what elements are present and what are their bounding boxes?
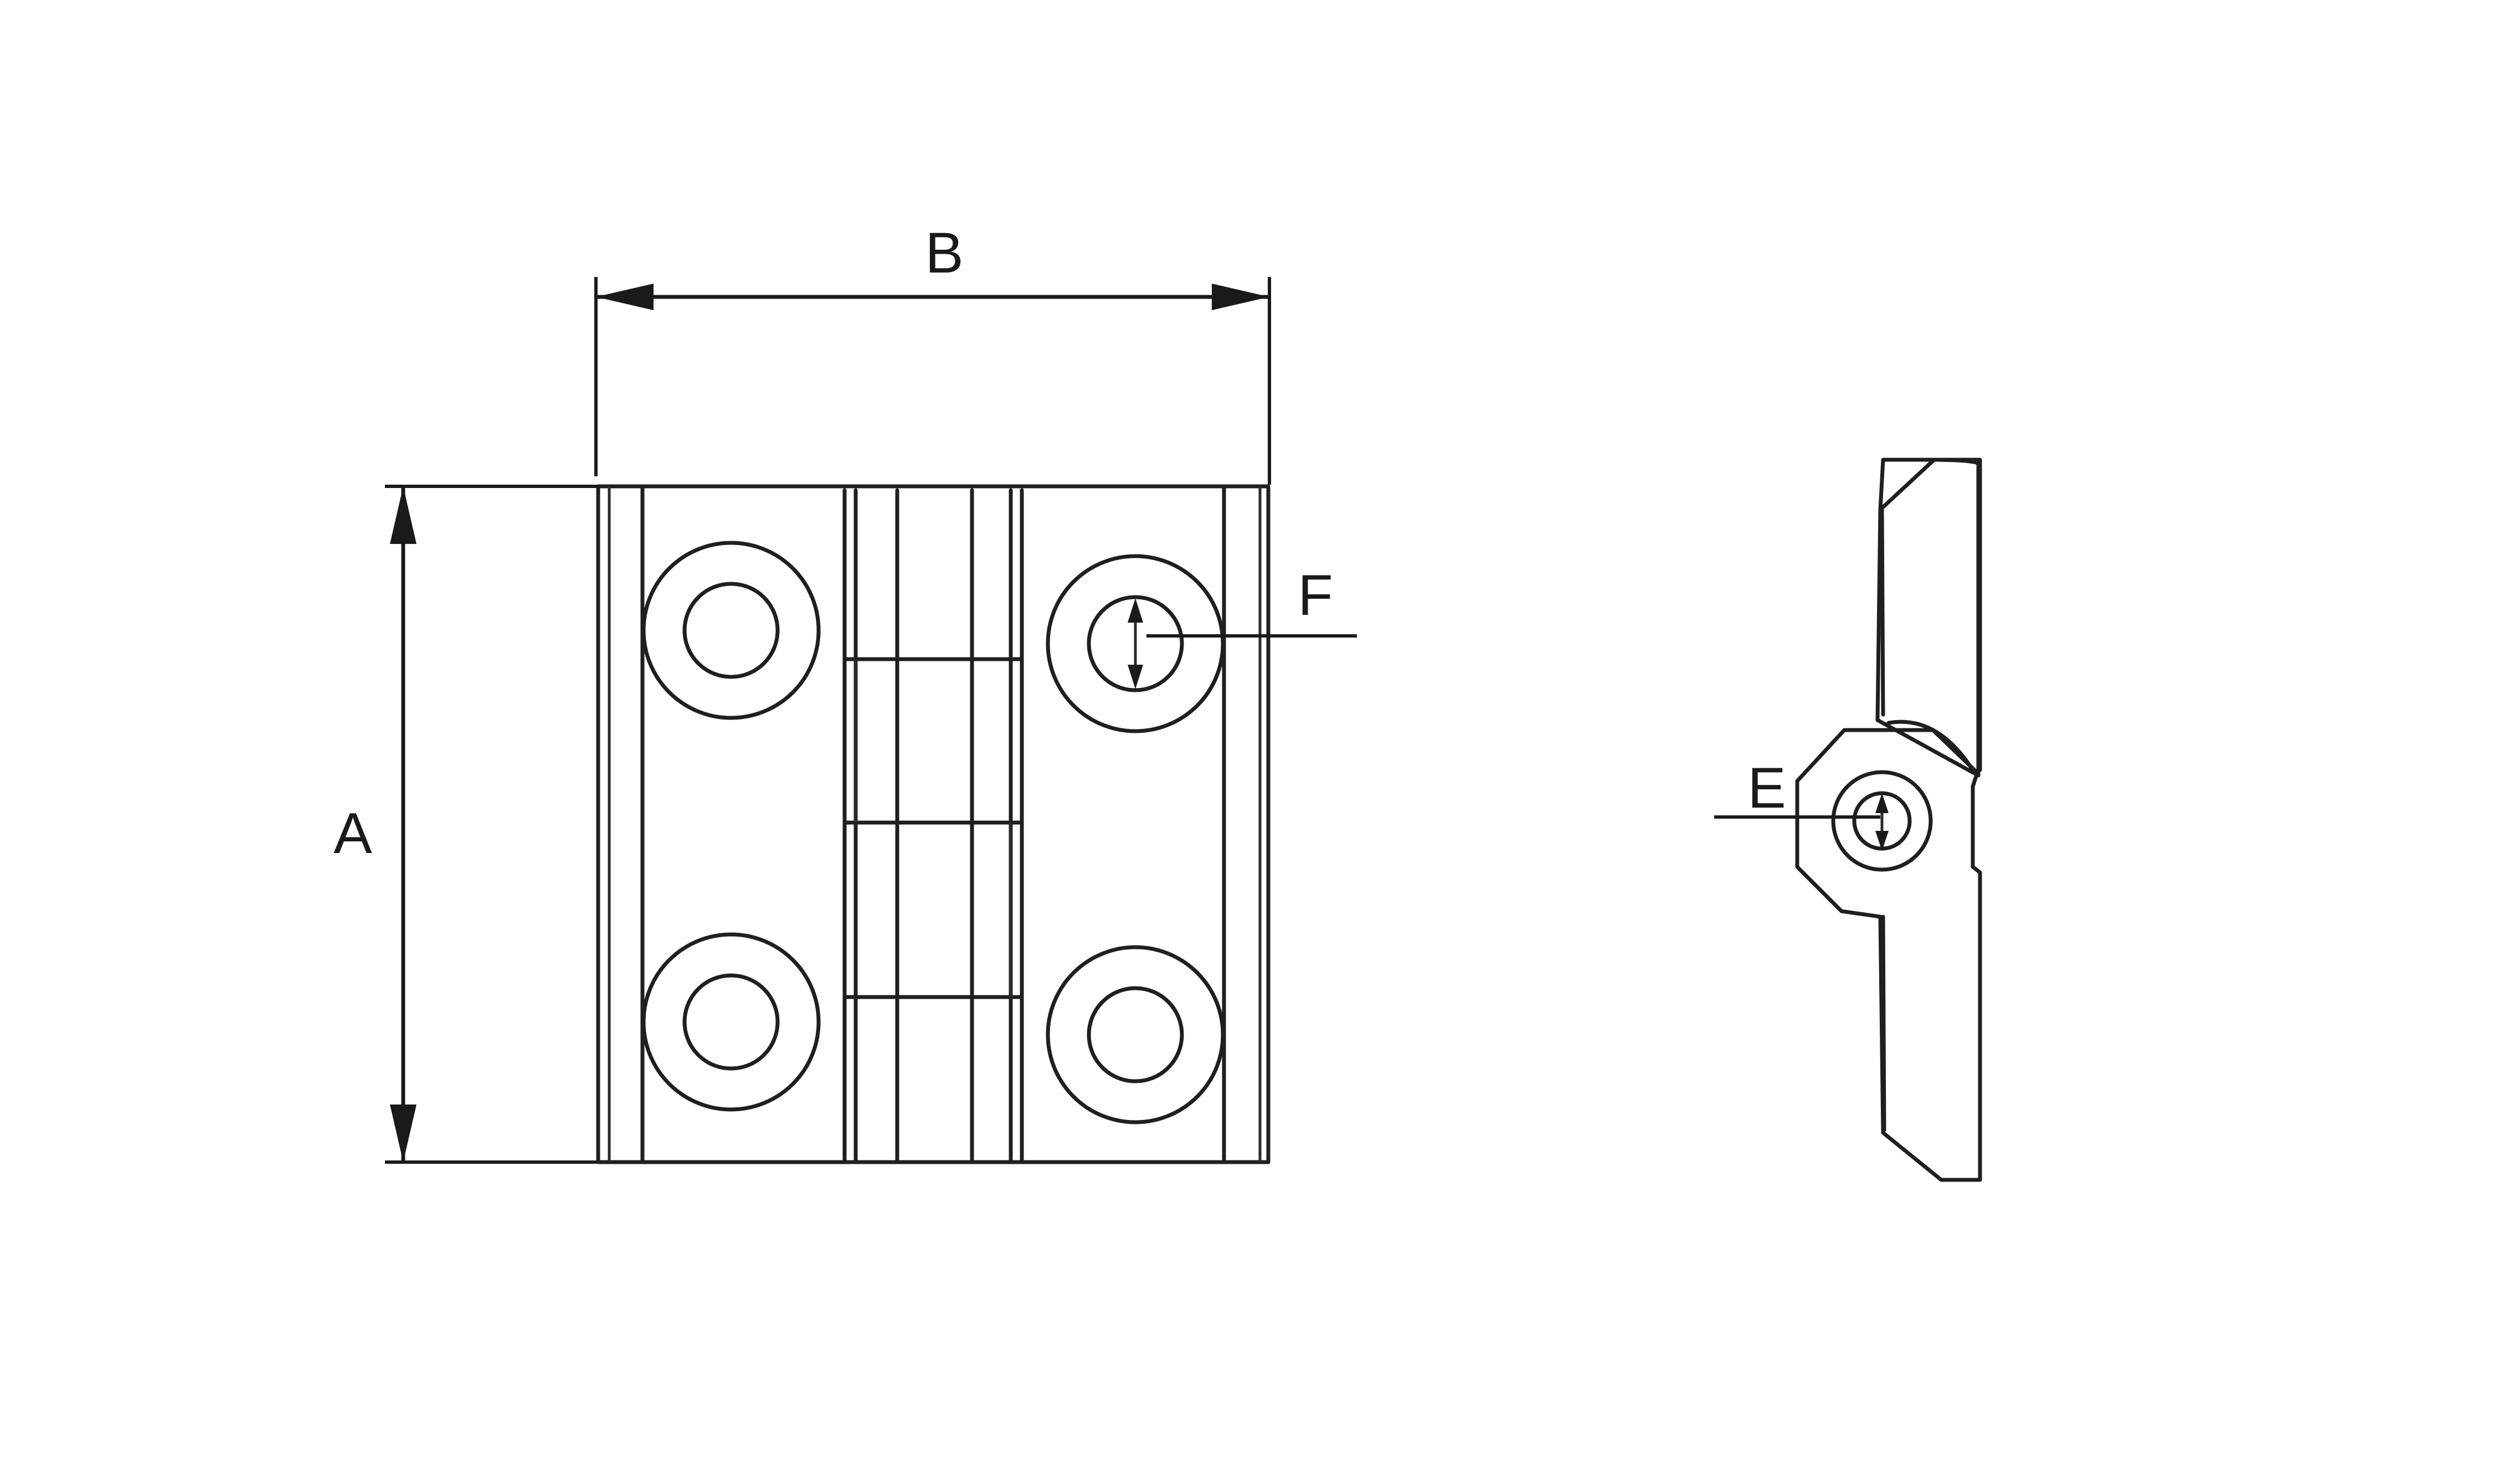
dimension-f-arrow-top [1128,598,1143,623]
side-knuckle-body [1795,728,1982,1182]
hinge-side-view [1795,458,1982,1182]
dimension-e: E [1714,756,1889,851]
mounting-hole-top-left [641,541,821,720]
dimension-f-arrow-bottom [1128,665,1143,689]
hinge-front-view [596,484,1271,1164]
hinge-outline [596,484,1271,1164]
knuckle-step-inner [854,659,1012,997]
mounting-hole-bottom-right [1046,945,1225,1124]
dimension-a-arrow-bottom [390,1105,416,1162]
knuckle-step [842,657,1024,999]
dimension-b-label: B [925,221,963,285]
side-upper-leaf-outer [1880,458,1982,772]
dimension-a: A [333,485,598,1164]
dimension-b-arrow-right [1212,284,1269,310]
side-upper-leaf-bevel [1878,459,1935,512]
dimension-e-arrow-bottom [1875,831,1889,851]
dimension-a-label: A [333,802,372,866]
dimension-b-arrow-left [596,284,654,310]
dimension-a-arrow-top [390,486,416,544]
dimension-b: B [594,221,1271,485]
dimension-f: F [1128,563,1357,689]
dimension-f-label: F [1298,563,1333,628]
dimension-e-label: E [1747,756,1786,820]
side-lower-leaf-inner [1881,915,1886,1132]
mounting-hole-top-right [1046,554,1225,733]
mounting-hole-bottom-left [641,932,821,1112]
dimension-e-arrow-top [1875,793,1889,813]
